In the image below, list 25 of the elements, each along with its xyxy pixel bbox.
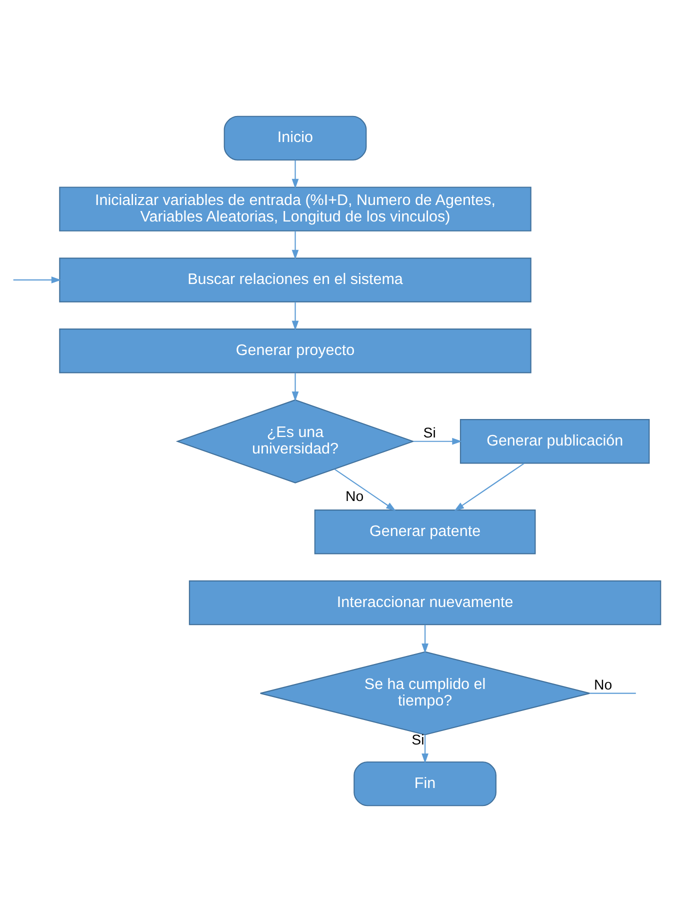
arrow xyxy=(292,372,299,401)
node-box: Generar patente xyxy=(314,509,536,554)
arrow xyxy=(13,276,62,283)
node-diamond: Se ha cumplido el tiempo? xyxy=(260,650,590,735)
node-diamond: ¿Es una universidad? xyxy=(176,398,415,483)
connector xyxy=(590,692,636,694)
arrow xyxy=(413,437,462,444)
arrow xyxy=(334,468,396,510)
edge-label: No xyxy=(594,676,612,693)
node-box: Generar proyecto xyxy=(59,328,532,373)
arrow xyxy=(454,462,524,510)
edge-label: Si xyxy=(412,732,424,748)
node-box: Inicializar variables de entrada (%I+D, Numero de Agentes, Variables Aleatorias, Longitud de los vinculos) xyxy=(59,186,532,231)
arrow xyxy=(422,734,428,763)
node-box: Buscar relaciones en el sistema xyxy=(59,257,532,302)
node-box: Interaccionar nuevamente xyxy=(188,580,662,625)
arrow xyxy=(292,160,299,188)
edge-label: Si xyxy=(423,424,436,441)
node-box: Fin xyxy=(354,760,496,806)
node-box: Inicio xyxy=(224,115,367,160)
arrow xyxy=(292,302,299,330)
edge-label: No xyxy=(346,488,364,504)
node-box: Generar publicación xyxy=(460,418,650,464)
arrow xyxy=(422,624,428,653)
arrow xyxy=(292,230,299,260)
